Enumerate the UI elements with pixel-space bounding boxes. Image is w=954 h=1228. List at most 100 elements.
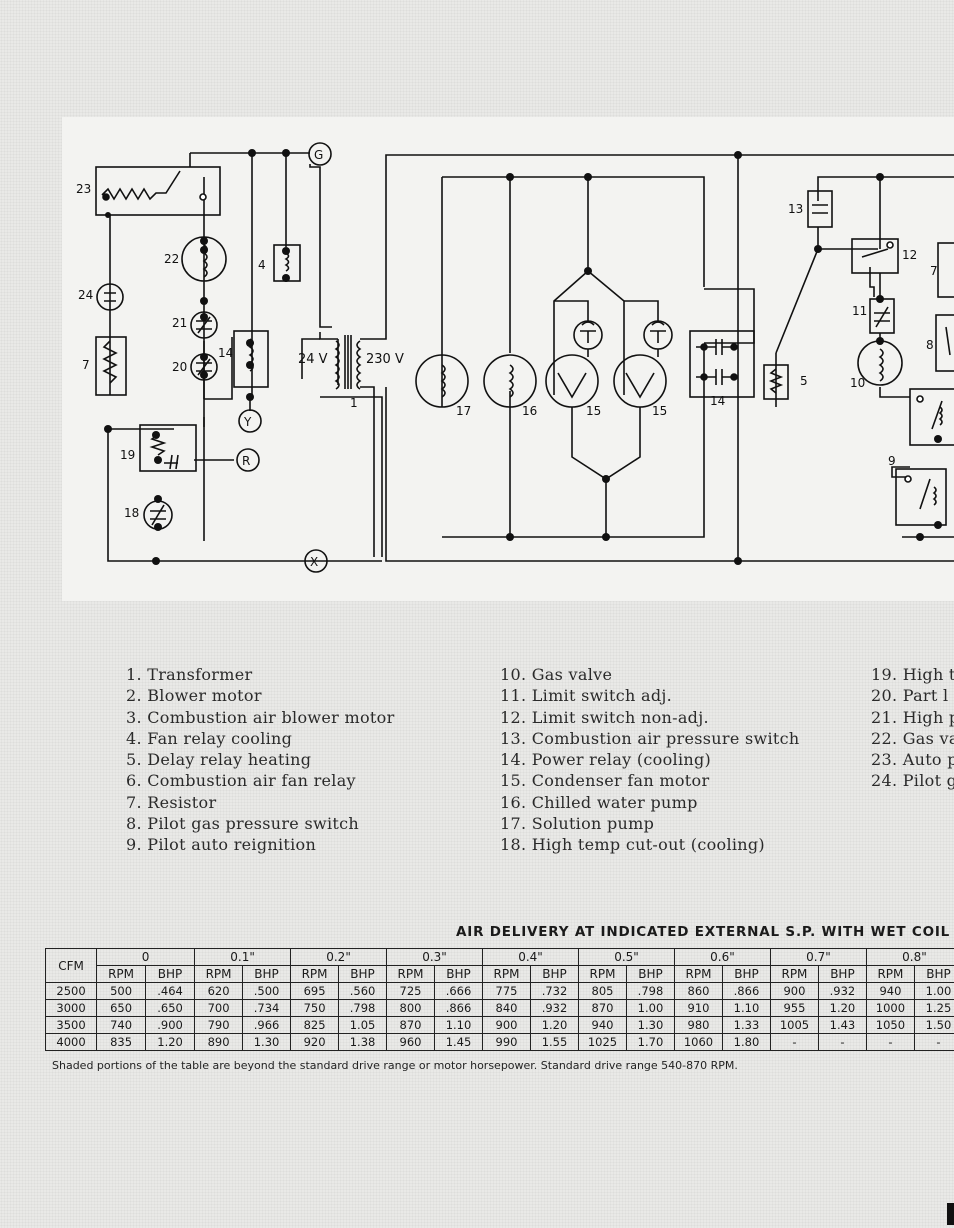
svg-text:11: 11 [852, 304, 867, 318]
terminal-r-label: R [242, 454, 250, 468]
bhp-cell: 1.10 [434, 1016, 484, 1034]
bhp-cell: .500 [242, 982, 292, 1000]
legend-item: 20. Part l [871, 686, 949, 706]
power-circuit-wires [374, 154, 954, 562]
bhp-cell: 1.25 [913, 999, 954, 1017]
pressure-header: 0.6" [673, 948, 771, 966]
svg-text:7: 7 [82, 358, 90, 372]
pressure-header: 0.1" [194, 948, 292, 966]
legend-item: 6. Combustion air fan relay [126, 771, 356, 791]
rpm-header: RPM [673, 965, 723, 983]
rpm-cell: 900 [482, 1016, 531, 1034]
rpm-cell: 620 [194, 982, 244, 1000]
component-15-a: 15 [545, 320, 603, 418]
component-8: 8 [926, 314, 954, 372]
cfm-header: CFM [45, 948, 98, 983]
pressure-header: 0.3" [386, 948, 484, 966]
svg-text:9: 9 [888, 454, 896, 468]
voltage-230v: 230 V [366, 352, 404, 367]
component-9: 9 [888, 454, 947, 526]
component-22: 22 [164, 236, 227, 282]
svg-text:20: 20 [172, 360, 187, 374]
power-junction-dots [506, 151, 942, 565]
component-20: 20 [172, 353, 218, 381]
legend-item: 3. Combustion air blower motor [126, 707, 395, 727]
rpm-cell: 835 [96, 1033, 147, 1051]
bhp-cell: .866 [434, 999, 484, 1017]
bhp-cell: 1.00 [625, 999, 675, 1017]
rpm-cell: 870 [386, 1016, 436, 1034]
rpm-cell: 890 [194, 1033, 244, 1051]
rpm-cell: 910 [673, 999, 723, 1017]
component-14-contacts: 14 [689, 330, 755, 408]
bhp-header: BHP [434, 965, 484, 983]
legend-column-1: 1. Transformer 2. Blower motor 3. Combus… [126, 664, 395, 856]
bhp-cell: 1.20 [145, 1033, 196, 1051]
rpm-cell: 990 [482, 1033, 531, 1051]
rpm-cell: 1005 [769, 1016, 819, 1034]
component-4: 4 [258, 244, 301, 282]
legend-item: 21. High p [871, 707, 954, 727]
bhp-cell: .666 [434, 982, 484, 1000]
legend-item: 23. Auto p [871, 750, 954, 770]
bhp-header: BHP [145, 965, 196, 983]
component-15-b: 15 [613, 320, 673, 418]
rpm-cell: 740 [96, 1016, 147, 1034]
bhp-cell: .798 [338, 999, 388, 1017]
component-19: 19 [120, 424, 197, 472]
bhp-cell: 1.20 [530, 1016, 579, 1034]
bhp-cell: - [913, 1033, 954, 1051]
svg-text:4: 4 [258, 258, 266, 272]
component-21: 21 [172, 311, 218, 339]
terminal-x-label: X [310, 555, 318, 569]
svg-text:12: 12 [902, 248, 917, 262]
legend-item: 8. Pilot gas pressure switch [126, 814, 359, 834]
legend-item: 10. Gas valve [500, 665, 613, 684]
legend-item: 14. Power relay (cooling) [500, 750, 712, 770]
pressure-header: 0.2" [290, 948, 388, 966]
legend-item: 17. Solution pump [500, 814, 655, 834]
component-23-box: 23 [76, 166, 221, 216]
svg-text:8: 8 [926, 338, 934, 352]
component-7-right: 7 [930, 242, 954, 298]
component-5: 5 [763, 364, 808, 400]
bhp-cell: .866 [721, 982, 771, 1000]
air-delivery-table-container: CFM 0 0.1" 0.2" 0.3" 0.4" 0.5" 0.6" 0.7"… [45, 948, 954, 1051]
bhp-cell: .650 [145, 999, 196, 1017]
component-12: 12 [851, 238, 917, 297]
bhp-cell: .798 [625, 982, 675, 1000]
terminal-g-label: G [314, 148, 323, 162]
svg-text:10: 10 [850, 376, 865, 390]
rpm-cell: 920 [290, 1033, 340, 1051]
svg-text:24: 24 [78, 288, 93, 302]
component-1-transformer: 24 V 230 V 1 [298, 332, 404, 557]
rpm-cell: 960 [386, 1033, 436, 1051]
bhp-cell: 1.70 [625, 1033, 675, 1051]
bhp-cell: 1.55 [530, 1033, 579, 1051]
pressure-header: 0.8" [865, 948, 954, 966]
legend-item: 15. Condenser fan motor [500, 771, 710, 791]
legend-item: 16. Chilled water pump [500, 792, 698, 812]
legend-column-3: 19. High t 20. Part l 21. High p 22. Gas… [871, 664, 954, 792]
rpm-cell: 775 [482, 982, 531, 1000]
pressure-header: 0 [96, 948, 196, 966]
component-7: 7 [82, 336, 127, 396]
rpm-cell: 825 [290, 1016, 340, 1034]
rpm-cell: 1025 [578, 1033, 627, 1051]
cfm-cell: 3500 [45, 1016, 98, 1034]
svg-text:7: 7 [930, 264, 938, 278]
bhp-cell: 1.30 [625, 1016, 675, 1034]
bhp-cell: .732 [530, 982, 579, 1000]
component-16: 16 [483, 354, 537, 418]
bhp-cell: 1.38 [338, 1033, 388, 1051]
rpm-cell: 940 [578, 1016, 627, 1034]
bhp-cell: .464 [145, 982, 196, 1000]
svg-text:21: 21 [172, 316, 187, 330]
rpm-cell: 700 [194, 999, 244, 1017]
voltage-24v: 24 V [298, 352, 328, 367]
legend-item: 1. Transformer [126, 665, 253, 684]
